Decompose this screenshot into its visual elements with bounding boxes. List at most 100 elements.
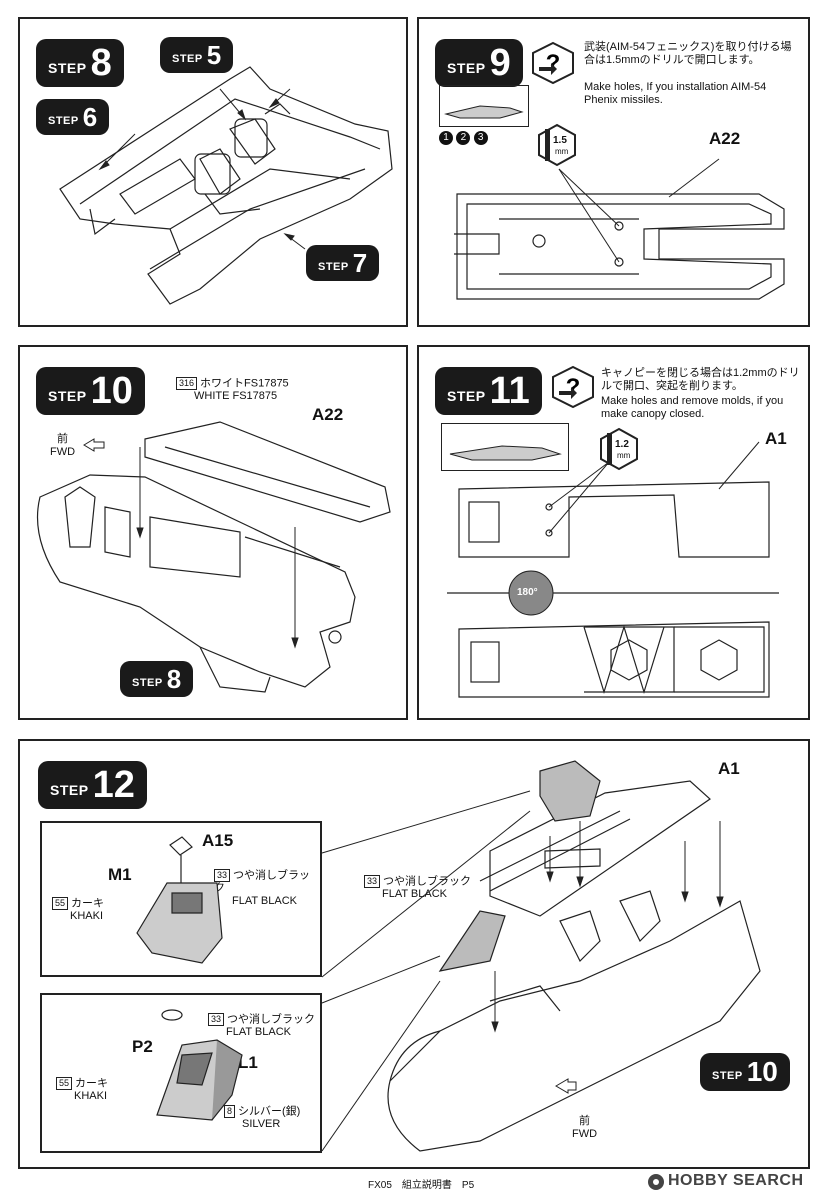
step8-panel: STEP 8 STEP 5 STEP 6 STEP 7 [18, 17, 408, 327]
step9-badge: STEP 9 [435, 39, 523, 87]
part-a22-label: A22 [312, 405, 344, 424]
option-3: 3 [473, 131, 488, 145]
step8-ref-badge: STEP 8 [120, 661, 194, 697]
fwd-jp: 前 [579, 1115, 591, 1127]
aircraft-option-thumbnail [439, 85, 529, 127]
fuselage-drawing [36, 421, 391, 693]
part-p2-label: P2 [132, 1037, 153, 1056]
step12-badge: STEP 12 [38, 761, 147, 809]
step6-ref-badge: STEP 6 [36, 99, 110, 135]
drill-size: 1.2 [615, 439, 629, 450]
drill-option-icon: ? [532, 41, 574, 85]
step11-note-en: Make holes and remove molds, if you make… [601, 395, 784, 420]
step-number: 11 [489, 370, 530, 412]
drill-option-icon: ? [552, 365, 594, 409]
color-jp: ホワイトFS17875 [200, 377, 289, 390]
step-number: 8 [90, 42, 112, 84]
part-a15-label: A15 [202, 831, 234, 850]
drill-unit: mm [617, 451, 631, 460]
color-jp: つや消しブラック [227, 1013, 316, 1026]
seat-cushion-drawing [136, 836, 223, 964]
step-number: 6 [82, 102, 98, 132]
option-numbers: 1 2 3 [439, 129, 488, 145]
step-number: 10 [90, 370, 133, 412]
step11-badge: STEP 11 [435, 367, 542, 415]
step9-note-jp: 武装(AIM-54フェニックス)を取り付ける場合は1.5mmのドリルで開口します… [584, 41, 792, 66]
brand-watermark: HOBBY SEARCH [668, 1172, 804, 1189]
color-en: FLAT BLACK [382, 888, 448, 901]
step-word: STEP [318, 261, 349, 273]
fwd-indicator: 前 FWD [572, 1115, 597, 1141]
aircraft-option-thumbnail [441, 423, 569, 471]
color-jp: つや消しブラック [383, 875, 472, 888]
cockpit-assembly-drawing [59, 66, 393, 305]
step-word: STEP [48, 388, 87, 404]
drill-size-badge: 1.2 mm [599, 427, 639, 471]
option-2: 2 [456, 131, 471, 145]
part-l1-label: L1 [238, 1053, 258, 1072]
color-en: WHITE FS17875 [194, 390, 278, 403]
step11-note-jp: キャノピーを閉じる場合は1.2mmのドリルで開口、突起を削ります。 [601, 367, 800, 392]
final-assembly-drawing [321, 760, 761, 1152]
step7-ref-badge: STEP 7 [306, 245, 380, 281]
color-en: SILVER [242, 1118, 281, 1131]
step-number: 7 [352, 248, 368, 278]
a1-part-drawing [447, 441, 779, 698]
color-jp: シルバー(銀) [238, 1105, 301, 1118]
step-number: 10 [746, 1056, 778, 1087]
step-word: STEP [50, 782, 89, 798]
color-en: FLAT BLACK [226, 1026, 292, 1039]
rotate-indicator: 180° [517, 587, 538, 598]
step-word: STEP [447, 388, 486, 404]
drill-size-badge: 1.5 mm [537, 123, 577, 167]
drill-size: 1.5 [553, 135, 567, 146]
step9-note-en: Make holes, If you installation AIM-54 P… [584, 81, 767, 106]
step8-badge: STEP 8 [36, 39, 124, 87]
step-word: STEP [132, 677, 163, 689]
part-m1-label: M1 [108, 865, 132, 884]
fwd-indicator: 前 FWD [50, 433, 75, 459]
color-jp: つや消しブラック [214, 869, 311, 895]
step-number: 5 [206, 40, 222, 70]
instrument-hood-drawing [156, 1009, 243, 1121]
step-number: 12 [92, 764, 135, 806]
fwd-en: FWD [572, 1128, 598, 1140]
part-a1-label: A1 [718, 759, 740, 778]
step5-ref-badge: STEP 5 [160, 37, 234, 73]
part-a1-label: A1 [765, 429, 787, 448]
part-a22-label: A22 [709, 129, 741, 148]
color-en: FLAT BLACK [232, 895, 298, 908]
color-jp: カーキ [71, 897, 105, 910]
step-word: STEP [447, 60, 486, 76]
fwd-en: FWD [50, 446, 76, 458]
page-footer: FX05 組立説明書 P5 [368, 1180, 475, 1191]
step-number: 9 [489, 42, 511, 84]
step-word: STEP [172, 53, 203, 65]
color-jp: カーキ [75, 1077, 109, 1090]
step11-panel: STEP 11 ? キャノピーを閉じる場合は1.2mmのドリルで開口、突起を削り… [417, 345, 810, 720]
hobby-search-logo-icon [648, 1174, 664, 1190]
step-number: 8 [166, 664, 182, 694]
step10-badge: STEP 10 [36, 367, 145, 415]
drill-unit: mm [555, 147, 569, 156]
step-word: STEP [48, 115, 79, 127]
color-en: KHAKI [74, 1090, 108, 1103]
step-word: STEP [48, 60, 87, 76]
a22-part-drawing [454, 158, 785, 300]
fwd-jp: 前 [57, 433, 69, 445]
option-1: 1 [439, 131, 453, 145]
step10-ref-badge: STEP 10 [700, 1053, 790, 1091]
step9-panel: STEP 9 ? 武装(AIM-54フェニックス)を取り付ける場合は1.5mmの… [417, 17, 810, 327]
fwd-arrow-icon [83, 438, 105, 452]
color-en: KHAKI [70, 910, 104, 923]
